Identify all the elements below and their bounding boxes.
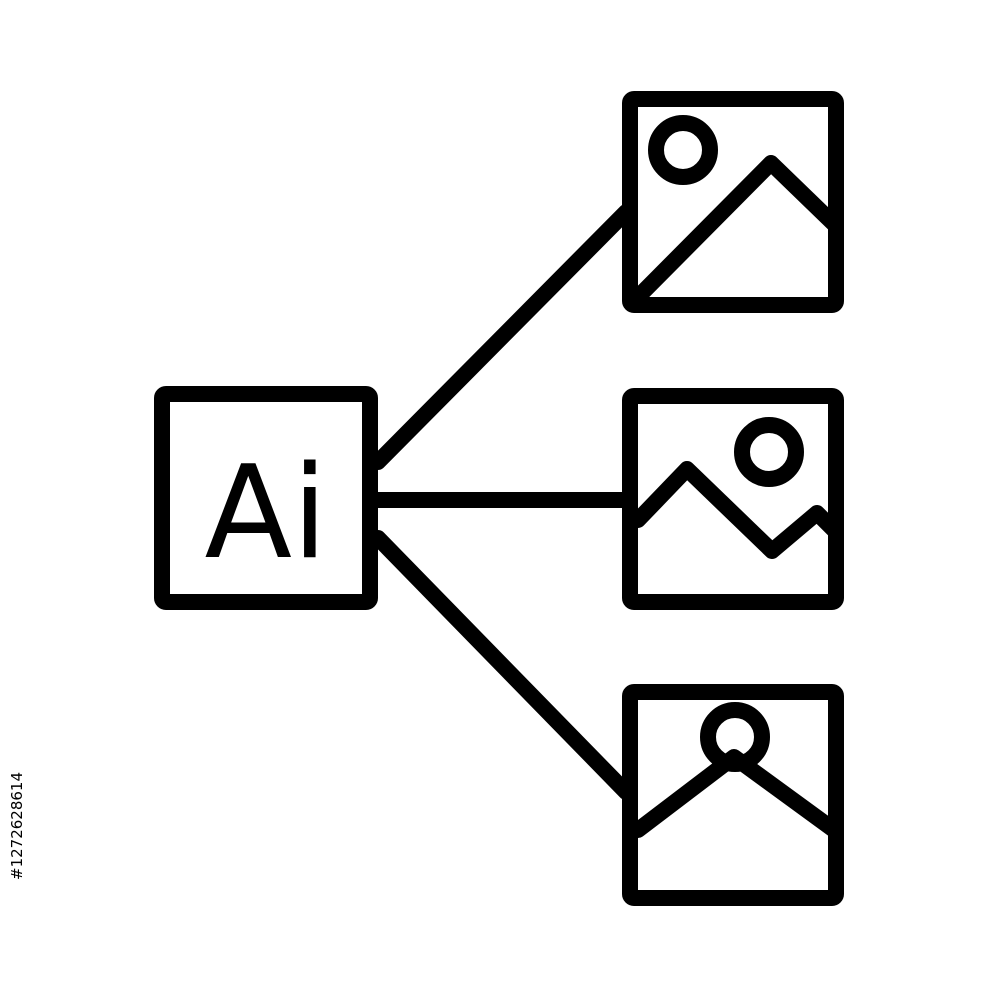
- ai-box: [154, 386, 378, 610]
- ai-node: Ai: [154, 386, 378, 610]
- mountain-icon: [630, 749, 842, 838]
- stock-id-watermark: #1272628614: [8, 771, 26, 880]
- sun-icon: [734, 417, 804, 487]
- ai-label: Ai: [204, 439, 327, 588]
- image-frame-bottom: [622, 684, 844, 906]
- image-icon: [622, 684, 844, 906]
- sun-icon: [648, 115, 718, 185]
- mountain-icon: [630, 461, 842, 559]
- connectors: [370, 204, 634, 800]
- connector-top: [370, 204, 634, 470]
- mountain-icon: [630, 155, 842, 305]
- image-icon: [622, 388, 844, 610]
- connector-bottom: [370, 530, 634, 800]
- image-icon: [622, 91, 844, 313]
